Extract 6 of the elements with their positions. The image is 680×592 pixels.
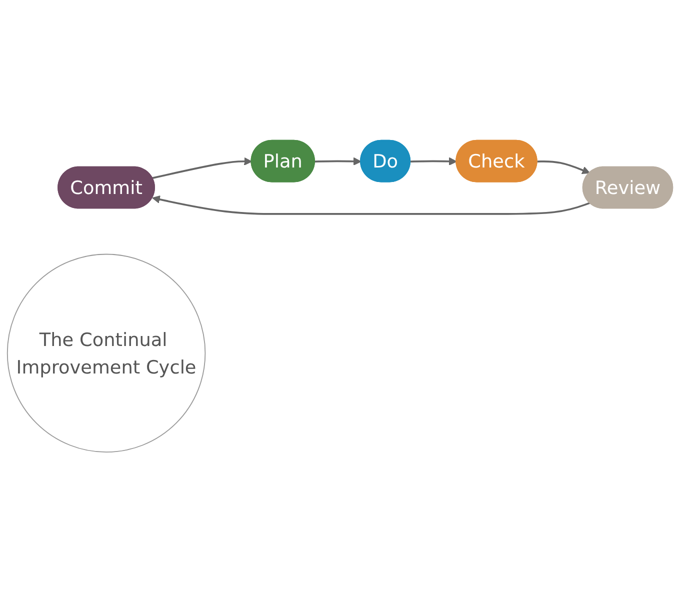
- arrow: [152, 157, 252, 179]
- arrow: [152, 195, 590, 215]
- node-circle: The Continual Improvement Cycle: [6, 254, 206, 452]
- arrow: [537, 160, 590, 174]
- arrow: [314, 157, 362, 166]
- arrow: [410, 157, 457, 166]
